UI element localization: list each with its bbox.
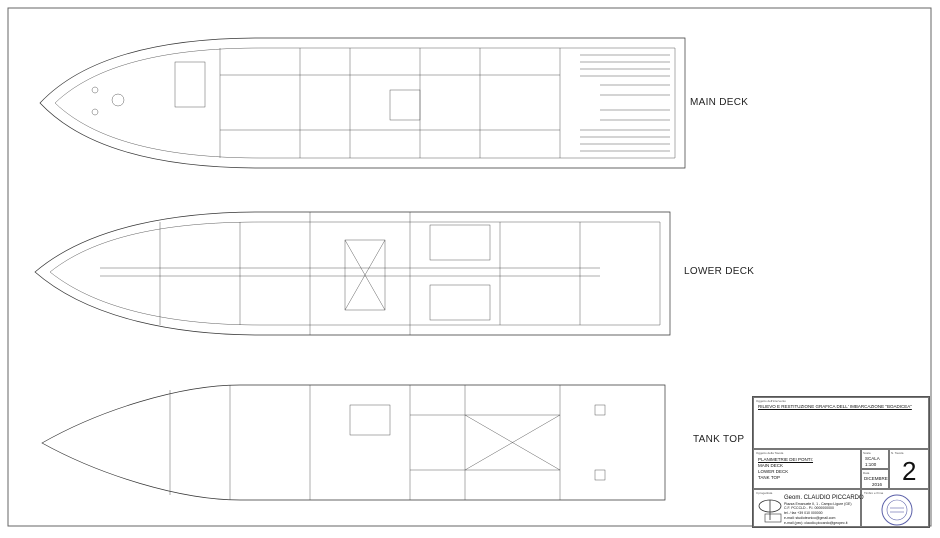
number-caption: N. Tavola xyxy=(891,451,904,455)
date-month: DICEMBRE xyxy=(864,476,888,481)
scale-caption: Scala xyxy=(863,451,871,455)
sheet-caption: Oggetto della Tavola xyxy=(756,451,784,455)
sheet-title-cell: Oggetto della Tavola PLANIMETRIE DEI PON… xyxy=(753,449,861,489)
sheet-item: TANK TOP xyxy=(758,475,781,480)
sheet-border xyxy=(7,7,932,527)
lower-deck-plan xyxy=(34,211,671,336)
professional-stamp-icon xyxy=(881,494,913,526)
stamp-cell: Timbro e firma xyxy=(861,489,929,527)
designer-email: e-mail: studiotecnico@gmail.com xyxy=(784,516,836,520)
scale-label: SCALA xyxy=(865,456,880,461)
scale-value: 1:100 xyxy=(865,462,877,467)
subject-cell: Oggetto dell'intervento RILIEVO E RESTIT… xyxy=(753,397,929,449)
sheet-title: PLANIMETRIE DEI PONTI: xyxy=(758,457,814,462)
subject-text: RILIEVO E RESTITUZIONE GRAFICA DELL' IMB… xyxy=(758,404,912,409)
designer-phone: tel. / fax +39 010 000000 xyxy=(784,511,823,515)
tank-top-label: TANK TOP xyxy=(693,434,745,445)
subject-caption: Oggetto dell'intervento xyxy=(756,399,786,403)
sheet-number-cell: N. Tavola 2 xyxy=(889,449,929,489)
designer-cf: C.F. PCCCLD - P.I. 0000000000 xyxy=(784,506,834,510)
sheet-number: 2 xyxy=(902,456,917,486)
designer-logo-icon xyxy=(758,499,782,523)
date-year: 2016 xyxy=(872,482,883,487)
tank-top-plan xyxy=(41,384,666,501)
sheet-item: MAIN DECK xyxy=(758,463,784,468)
designer-caption: Il progettista xyxy=(756,491,773,495)
designer-name: Geom. CLAUDIO PICCARDO xyxy=(784,495,864,501)
designer-pec: e-mail (pec): claudio.piccardo@geopec.it xyxy=(784,521,848,525)
sheet-item: LOWER DECK xyxy=(758,469,789,474)
scale-cell: Scala SCALA 1:100 xyxy=(861,449,889,469)
designer-address: Piazza Emanuele II, 1 - Campo Ligure (GE… xyxy=(784,502,852,506)
date-cell: Data DICEMBRE 2016 xyxy=(861,469,889,489)
lower-deck-label: LOWER DECK xyxy=(684,266,755,277)
title-block: Oggetto dell'intervento RILIEVO E RESTIT… xyxy=(752,396,930,528)
date-caption: Data xyxy=(863,471,870,475)
main-deck-label: MAIN DECK xyxy=(690,97,749,108)
main-deck-plan xyxy=(39,37,686,169)
designer-cell: Il progettista Geom. CLAUDIO PICCARDO Pi… xyxy=(753,489,864,527)
stamp-caption: Timbro e firma xyxy=(864,491,884,495)
